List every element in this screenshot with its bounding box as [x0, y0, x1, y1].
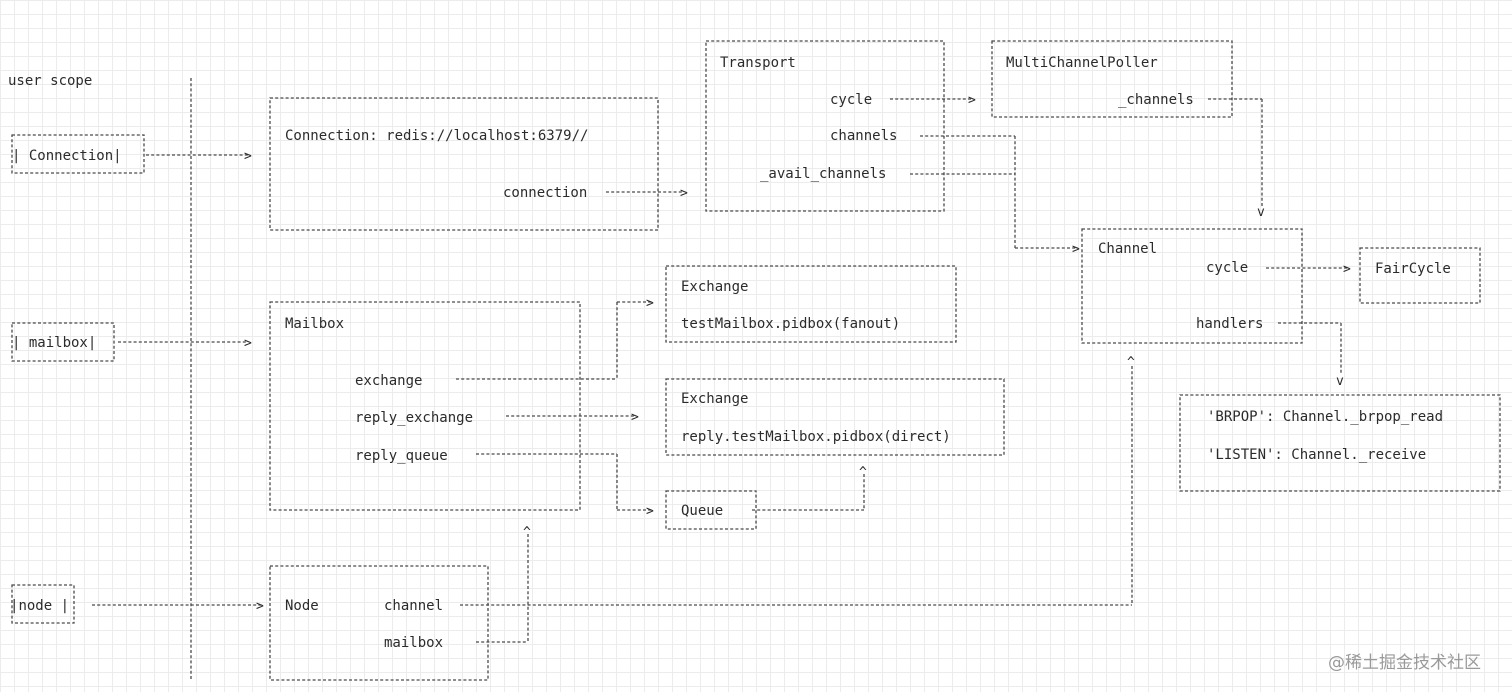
handlers-to-map-arrowhead: v [1336, 374, 1344, 389]
poller-channels: _channels [1118, 92, 1194, 108]
connection-url: Connection: redis://localhost:6379// [285, 128, 588, 144]
cycle-to-poller-arrowhead: > [968, 93, 976, 108]
exchange-direct-box [665, 378, 1005, 456]
handler-brpop: 'BRPOP': Channel._brpop_read [1207, 409, 1443, 425]
poller-title: MultiChannelPoller [1006, 55, 1158, 71]
transport-avail-channels: _avail_channels [760, 166, 886, 182]
exchange-fanout-name: testMailbox.pidbox(fanout) [681, 316, 900, 332]
exchange-to-fanout-arrowhead: > [646, 296, 654, 311]
handler-listen: 'LISTEN': Channel._receive [1207, 447, 1426, 463]
connection-to-transport-arrowhead: > [680, 186, 688, 201]
transport-box [705, 40, 945, 212]
exchange-fanout-box [665, 265, 957, 343]
user-scope-label: user scope [8, 73, 92, 89]
faircycle-title: FairCycle [1375, 261, 1451, 277]
transport-channels: channels [830, 128, 897, 144]
connection-arrowhead: > [244, 149, 252, 164]
reply-exchange-arrowhead: > [631, 410, 639, 425]
mailbox-exchange: exchange [355, 373, 422, 389]
mailbox-detail-box [269, 301, 581, 511]
exchange-direct-name: reply.testMailbox.pidbox(direct) [681, 429, 951, 445]
mailbox-box-label: | mailbox| [12, 335, 96, 351]
connection-box [11, 134, 145, 174]
mailbox-title: Mailbox [285, 316, 344, 332]
queue-to-direct-arrowhead: ^ [859, 465, 867, 480]
mailbox-box [11, 322, 115, 362]
channel-box [1081, 228, 1303, 344]
transport-to-channel-arrowhead: > [1072, 242, 1080, 257]
exchange-fanout-title: Exchange [681, 279, 748, 295]
node-arrowhead: > [256, 599, 264, 614]
node-detail-box [269, 565, 489, 681]
node-box [11, 584, 75, 624]
connection-attr: connection [503, 185, 587, 201]
mailbox-reply-queue: reply_queue [355, 448, 448, 464]
reply-queue-to-queue-arrowhead: > [646, 504, 654, 519]
node-mailbox: mailbox [384, 635, 443, 651]
node-box-label: |node | [10, 598, 69, 614]
channel-cycle: cycle [1206, 260, 1248, 276]
channel-handlers: handlers [1196, 316, 1263, 332]
faircycle-box [1359, 247, 1481, 304]
exchange-direct-title: Exchange [681, 391, 748, 407]
cycle-to-faircycle-arrowhead: > [1343, 262, 1351, 277]
node-title: Node [285, 598, 319, 614]
channel-title: Channel [1098, 241, 1157, 257]
transport-cycle: cycle [830, 92, 872, 108]
queue-title: Queue [681, 503, 723, 519]
node-mailbox-arrowhead: ^ [523, 525, 531, 540]
queue-box [665, 490, 757, 530]
connection-detail-box [269, 97, 659, 231]
connection-box-label: | Connection| [12, 148, 122, 164]
poller-box [991, 40, 1233, 118]
node-channel: channel [384, 598, 443, 614]
mailbox-arrowhead: > [244, 336, 252, 351]
watermark: @稀土掘金技术社区 [1328, 653, 1481, 673]
mailbox-reply-exchange: reply_exchange [355, 410, 473, 426]
node-channel-arrowhead: ^ [1127, 355, 1135, 370]
transport-title: Transport [720, 55, 796, 71]
poller-to-channel-arrowhead: v [1257, 205, 1265, 220]
